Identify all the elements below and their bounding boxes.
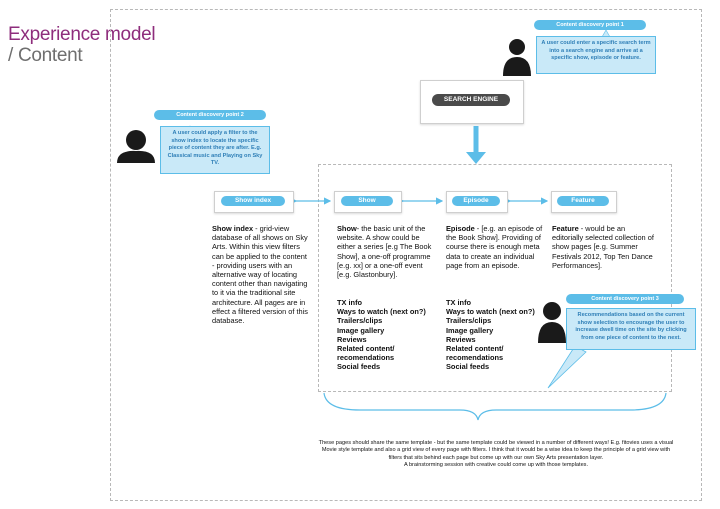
list-item: TX info — [446, 298, 472, 307]
show-heading: Show — [337, 224, 357, 233]
search-arrow-head — [466, 152, 486, 164]
episode-description: Episode - [e.g. an episode of the Book S… — [446, 224, 544, 270]
list-item: TX info — [337, 298, 363, 307]
show-index-heading: Show index — [212, 224, 254, 233]
dp3-pointer — [547, 345, 587, 389]
list-item: Image gallery — [446, 325, 494, 335]
page-group-frame — [318, 164, 672, 392]
list-item: Social feeds — [337, 362, 381, 372]
discovery-point-1-note: A user could enter a specific search ter… — [536, 36, 656, 74]
list-item: Ways to watch (next on?) — [446, 307, 535, 317]
show-body: - the basic unit of the website. A show … — [337, 224, 432, 280]
page-title: Experience model — [8, 24, 156, 45]
list-item: Related content/ recomendations — [446, 344, 504, 363]
list-item: Trailers/clips — [446, 316, 492, 326]
show-index-body: - grid-view database of all shows on Sky… — [212, 224, 308, 326]
footer-paragraph: These pages should share the same templa… — [318, 440, 674, 461]
feature-body: - would be an editorially selected colle… — [552, 224, 654, 270]
episode-heading: Episode — [446, 224, 475, 233]
episode-feature-list: TX info Ways to watch (next on?) Trailer… — [446, 298, 546, 372]
footer-note: These pages should share the same templa… — [318, 440, 674, 470]
show-feature-list: TX info Ways to watch (next on?) Trailer… — [337, 298, 437, 372]
show-description: Show- the basic unit of the website. A s… — [337, 224, 437, 279]
discovery-point-3-note: Recommendations based on the current sho… — [566, 308, 696, 350]
search-engine-button[interactable]: SEARCH ENGINE — [432, 94, 510, 106]
feature-button[interactable]: Feature — [557, 196, 609, 206]
dp1-tail — [601, 29, 611, 38]
show-index-button[interactable]: Show index — [221, 196, 285, 206]
list-item: Image gallery — [337, 325, 385, 335]
show-index-description: Show index - grid-view database of all s… — [212, 224, 310, 325]
discovery-point-3-label: Content discovery point 3 — [566, 294, 684, 304]
person-icon-3 — [538, 302, 566, 343]
list-item: Ways to watch (next on?) — [337, 307, 426, 317]
page-subtitle: / Content — [8, 45, 83, 66]
feature-heading: Feature — [552, 224, 579, 233]
group-brace — [323, 392, 667, 421]
diagram-frame — [110, 9, 702, 501]
list-item: Reviews — [337, 334, 367, 344]
episode-button[interactable]: Episode — [452, 196, 500, 206]
list-item: Trailers/clips — [337, 316, 383, 326]
episode-body: - [e.g. an episode of the Book Show]. Pr… — [446, 224, 543, 270]
discovery-point-2-label: Content discovery point 2 — [154, 110, 266, 120]
list-item: Social feeds — [446, 362, 490, 372]
discovery-point-2-note: A user could apply a filter to the show … — [160, 126, 270, 174]
list-item: Related content/ recomendations — [337, 344, 395, 363]
list-item: Reviews — [446, 334, 476, 344]
person-icon-1 — [503, 39, 531, 76]
discovery-point-1-label: Content discovery point 1 — [534, 20, 646, 30]
feature-description: Feature - would be an editorially select… — [552, 224, 656, 270]
person-icon-2 — [117, 130, 155, 163]
footer-line: A brainstorming session with creative co… — [403, 462, 589, 469]
show-button[interactable]: Show — [341, 196, 393, 206]
